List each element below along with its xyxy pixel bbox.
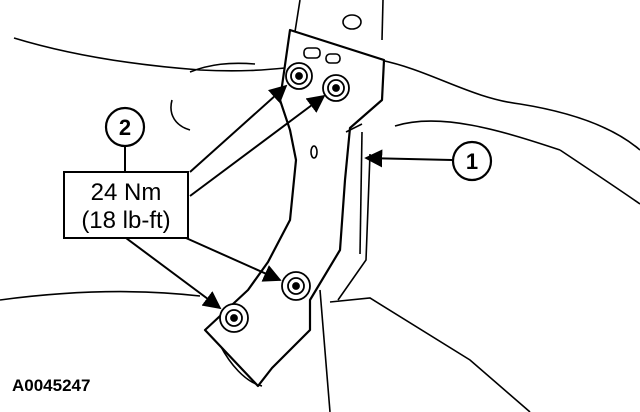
bubble-2-label: 2 xyxy=(119,115,131,140)
bolt-upper-left xyxy=(285,62,313,90)
bolt-lower-right xyxy=(281,271,311,301)
torque-spec-box: 24 Nm (18 lb-ft) xyxy=(63,171,189,239)
background-body-panels xyxy=(0,37,640,387)
leader-arrows xyxy=(124,84,453,310)
mounting-bracket xyxy=(203,28,386,388)
bubble-1-label: 1 xyxy=(466,149,478,174)
bolt-lower-left xyxy=(219,303,249,333)
callout-bubble-1: 1 xyxy=(451,140,493,182)
bracket-edge-details xyxy=(337,123,371,301)
torque-imperial: (18 lb-ft) xyxy=(81,207,170,234)
figure-id: A0045247 xyxy=(12,376,90,395)
torque-metric: 24 Nm xyxy=(91,179,162,206)
callout-bubble-2: 2 xyxy=(104,106,146,148)
bracket-slots xyxy=(303,14,362,159)
bolt-upper-right xyxy=(322,74,350,102)
